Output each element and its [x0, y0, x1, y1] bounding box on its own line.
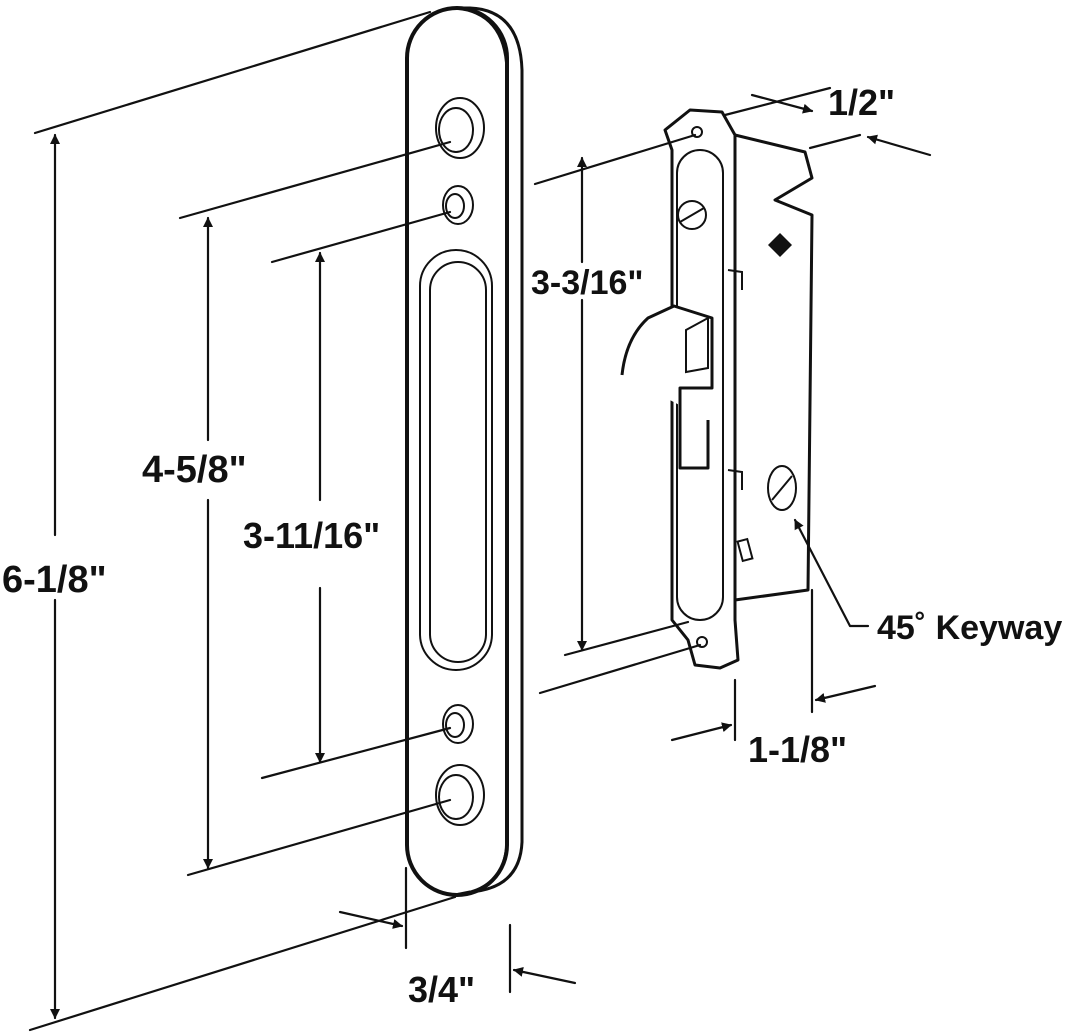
lock-small-slot: [736, 537, 754, 563]
extension-line: [538, 643, 702, 695]
extension-line: [28, 895, 457, 1032]
label-lock-hole-spacing: 3-3/16": [531, 264, 644, 302]
strike-small-hole-bottom: [442, 704, 474, 744]
dimension-arrow: [814, 684, 877, 703]
strike-plate: [405, 6, 524, 897]
label-overall-height: 6-1/8": [2, 559, 107, 601]
lock-hook-latch: [620, 304, 714, 470]
hook-bevel: [685, 316, 709, 374]
lock-tab-upper: [727, 269, 743, 290]
extension-line: [186, 798, 452, 877]
extension-line: [178, 140, 452, 220]
dimension-arrow: [338, 910, 404, 929]
strike-latch-slot: [419, 249, 493, 671]
mortise-lock: [620, 108, 814, 670]
dimension-arrow: [866, 134, 932, 157]
extension-line: [533, 133, 697, 186]
dimension-arrow: [512, 966, 577, 985]
strike-screw-hole-top: [435, 97, 485, 159]
dimension-arrow: [670, 722, 733, 742]
label-keyway: 45˚ Keyway: [877, 609, 1062, 647]
extension-line: [270, 210, 452, 264]
lock-tab-lower: [727, 469, 743, 490]
label-outer-hole-spacing: 4-5/8": [142, 449, 247, 491]
faceplate-screw: [677, 200, 707, 230]
lock-mount-hole-top: [691, 126, 703, 138]
dimension-labels: 6-1/8" 4-5/8" 3-11/16" 3/4" 3-3/16" 1/2"…: [2, 82, 1062, 1010]
strike-plate-face: [405, 6, 509, 897]
lock-case: [733, 133, 814, 602]
label-strike-width: 3/4": [408, 969, 475, 1010]
extension-line: [808, 133, 862, 150]
label-faceplate-width: 1/2": [828, 82, 895, 123]
keyway-leader: [793, 518, 870, 628]
label-inner-hole-spacing: 3-11/16": [243, 515, 380, 556]
dimension-arrow: [750, 93, 814, 114]
label-body-depth: 1-1/8": [748, 729, 847, 770]
strike-small-hole-top: [442, 185, 474, 225]
extension-line: [563, 620, 690, 657]
strike-plate-edge: [453, 6, 524, 897]
dimensions: [28, 10, 932, 1032]
strike-screw-hole-bottom: [435, 764, 485, 826]
extension-line: [33, 10, 432, 135]
extension-line: [260, 726, 452, 780]
diamond-mark: [768, 233, 792, 257]
keyway-slot: [767, 465, 797, 511]
lock-mount-hole-bottom: [696, 636, 708, 648]
